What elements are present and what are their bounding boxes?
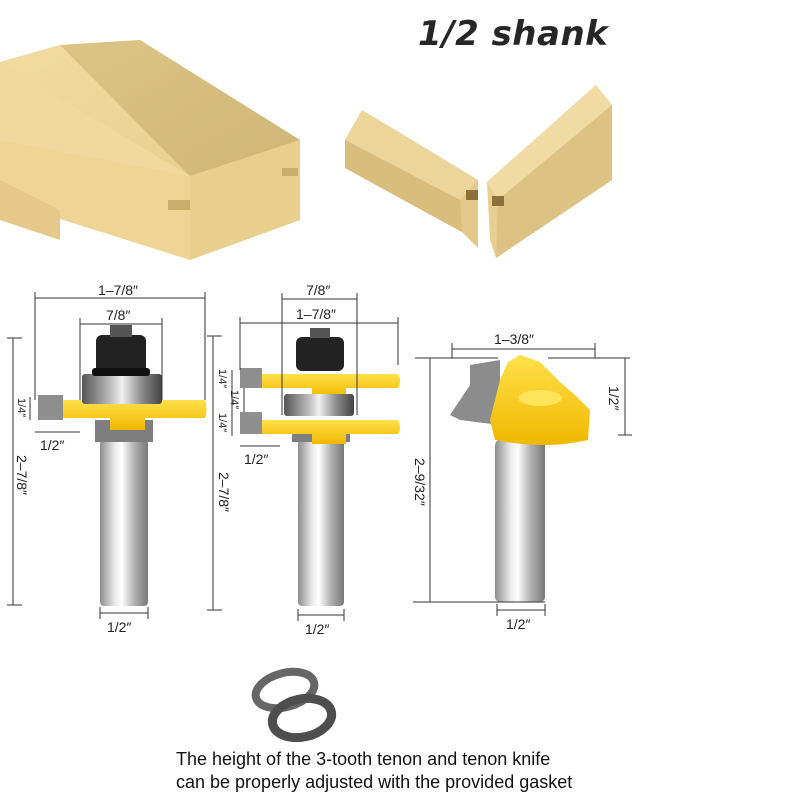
bit1-bearing-width-label: 7/8″ [106,307,131,323]
bit3-overall-length-label: 2–9/32″ [412,458,428,506]
bit1-cut-depth-label: 1/2″ [40,437,65,453]
corner-joint-illustration [345,85,612,258]
bit1-shank-diameter-label: 1/2″ [107,619,132,635]
tongue-cutter-bit [38,325,207,606]
lock-miter-bit [450,355,590,602]
caption-line-2: can be properly adjusted with the provid… [176,772,573,792]
washers-illustration [251,667,337,743]
bit2-shank-diameter-label: 1/2″ [305,621,330,637]
dimension-lines [7,292,632,621]
board-joint-illustration [0,40,300,260]
caption: The height of the 3-tooth tenon and teno… [176,748,572,794]
bit2-gap-label: 1/4″ [228,390,240,410]
groove-cutter-bit [240,328,400,606]
bit2-top-cutter-height-label: 1/4″ [216,369,228,389]
page-title: 1/2 shank [418,14,609,54]
bit3-overall-width-label: 1–3/8″ [494,331,534,347]
bit2-bearing-width-label: 7/8″ [306,282,331,298]
bit1-overall-length-label: 2–7/8″ [14,455,30,495]
bit2-overall-width-label: 1–7/8″ [296,306,336,322]
bit2-bottom-cutter-height-label: 1/4″ [216,413,228,433]
caption-line-1: The height of the 3-tooth tenon and teno… [176,749,551,769]
bit1-cutter-height-label: 1/4″ [15,398,27,418]
bit3-shank-diameter-label: 1/2″ [506,616,531,632]
bit3-cutter-height-label: 1/2″ [606,386,622,411]
bit2-overall-length-label: 2–7/8″ [216,472,232,512]
bit1-overall-width-label: 1–7/8″ [98,282,138,298]
bit2-cut-depth-label: 1/2″ [244,451,269,467]
